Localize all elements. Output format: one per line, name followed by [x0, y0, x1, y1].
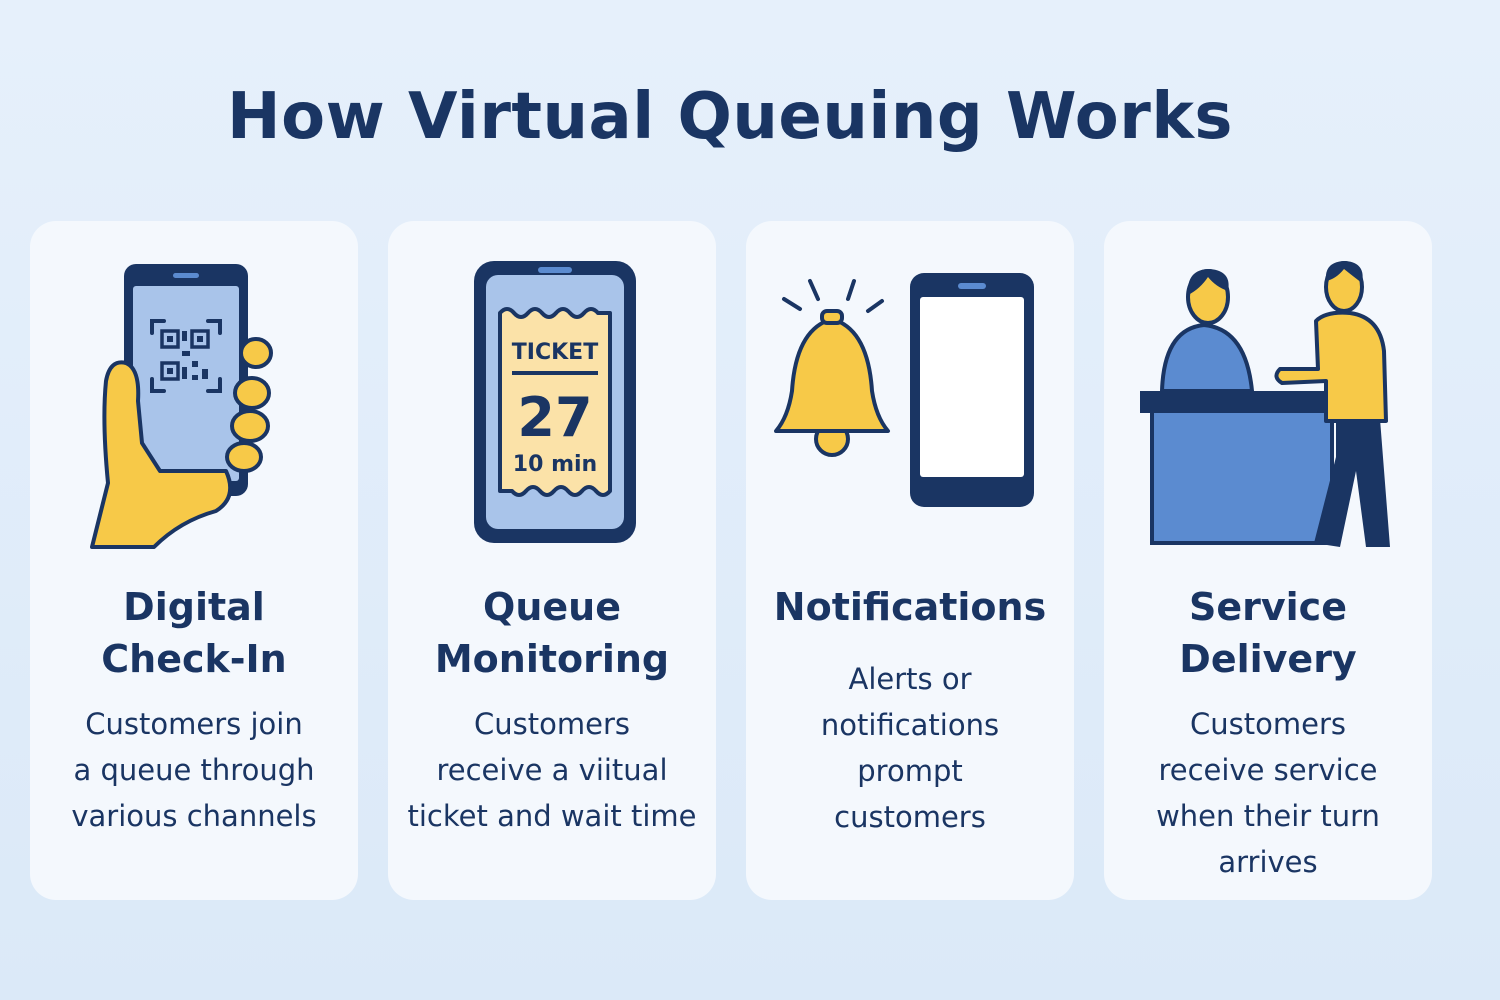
staff-person-icon	[1159, 269, 1255, 393]
step-title: Service Delivery	[1179, 585, 1357, 681]
step-card-service-delivery: Service Delivery Customers receive servi…	[1104, 221, 1432, 900]
step-description: Customers join a queue through various c…	[71, 707, 317, 833]
step-description: Customers receive a viitual ticket and w…	[407, 707, 697, 833]
ticket-label: TICKET	[512, 340, 598, 365]
ticket-number: 27	[517, 386, 592, 449]
customer-person-icon	[1274, 261, 1390, 547]
counter-icon	[1140, 391, 1336, 545]
phone-ticket-icon: TICKET 27 10 min	[474, 261, 636, 543]
step-card-notifications: Notifications Alerts or notifications pr…	[746, 221, 1074, 900]
step-card-digital-check-in: Digital Check-In Customers join a queue …	[30, 221, 358, 900]
step-description: Customers receive service when their tur…	[1156, 707, 1380, 879]
step-title: Queue Monitoring	[434, 585, 670, 681]
ticket-wait-time: 10 min	[513, 452, 597, 477]
service-counter-icon	[1140, 261, 1390, 547]
phone-qr-hand-icon	[90, 264, 273, 549]
page-title: How Virtual Queuing Works	[227, 80, 1233, 154]
step-description: Alerts or notifications prompt customers	[820, 662, 1000, 834]
step-card-queue-monitoring: TICKET 27 10 min Queue Monitoring Custom…	[388, 221, 716, 900]
step-title: Notifications	[773, 585, 1047, 629]
bell-phone-icon	[774, 273, 1034, 507]
step-title: Digital Check-In	[101, 585, 287, 681]
bell-icon	[774, 309, 890, 457]
